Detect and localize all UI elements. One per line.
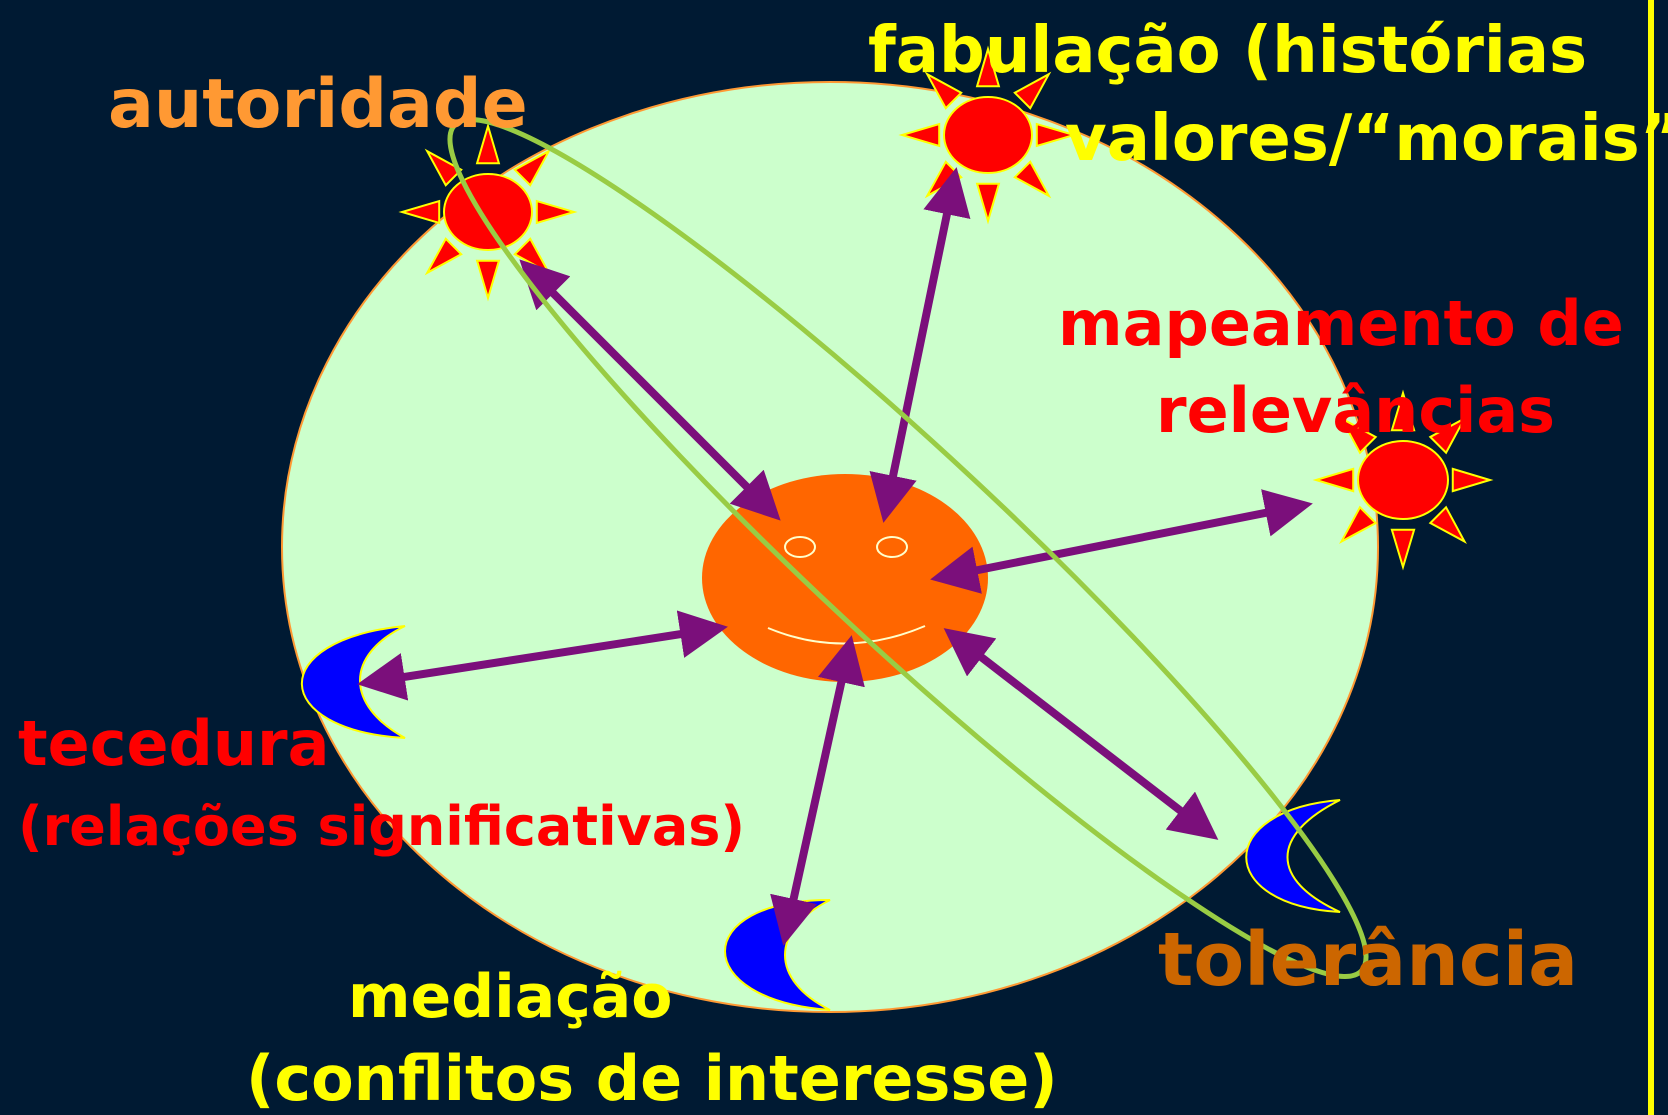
label-mapeamento-line2: relevâncias (1156, 374, 1555, 447)
label-tecedura-line2: (relações significativas) (18, 795, 745, 858)
sun-ray (1390, 528, 1416, 571)
arrow-tolerancia (943, 628, 1219, 840)
sun-ray (398, 199, 441, 225)
sun-disc (1357, 440, 1449, 520)
sun-ray (1339, 416, 1378, 455)
label-tecedura-line1: tecedura (18, 707, 329, 780)
label-mediacao-line2: (conflitos de interesse) (246, 1042, 1058, 1115)
label-fabulacao-line1: fabulação (histórias (868, 14, 1587, 88)
arrow-fabulacao (869, 167, 971, 523)
sun-ray (898, 122, 941, 148)
arrow-mediacao (770, 635, 865, 946)
sun-icon-mapeamento (1312, 389, 1494, 571)
sun-ray (1035, 122, 1078, 148)
label-fabulacao-line2: valores/“morais”) (1065, 102, 1668, 176)
sun-ray (975, 182, 1001, 225)
left-eye (784, 536, 816, 558)
sun-ray (1451, 467, 1494, 493)
arrow-autoridade (519, 259, 781, 521)
label-autoridade: autoridade (108, 65, 528, 144)
sun-ray (475, 259, 501, 302)
sun-ray (1428, 505, 1467, 544)
sun-ray (1013, 160, 1052, 199)
orbit-ellipse (447, 116, 1369, 980)
sun-ray (1428, 416, 1467, 455)
sun-ray (1312, 467, 1355, 493)
sun-icon-fabulacao (898, 45, 1078, 225)
label-mapeamento-line1: mapeamento de (1058, 287, 1624, 360)
moon-icon-tolerancia (1245, 799, 1341, 913)
sun-ray (424, 148, 463, 187)
sun-ray (1390, 389, 1416, 432)
sun-ray (535, 199, 578, 225)
arrow-tecedura (357, 610, 728, 701)
sun-disc (943, 96, 1033, 174)
sun-ray (513, 148, 552, 187)
sun-ray (475, 122, 501, 165)
sun-disc (443, 173, 533, 251)
relation-arrows (357, 167, 1313, 946)
sun-ray (1339, 505, 1378, 544)
sun-ray (924, 71, 963, 110)
label-mediacao-line1: mediação (348, 962, 673, 1032)
sun-ray (1013, 71, 1052, 110)
sun-ray (424, 237, 463, 276)
label-tolerancia: tolerância (1158, 917, 1578, 1003)
sun-icon-autoridade (398, 122, 578, 302)
right-eye (876, 536, 908, 558)
sun-ray (975, 45, 1001, 88)
arrow-mapeamento (930, 489, 1313, 594)
right-edge-bar (1648, 0, 1654, 1115)
